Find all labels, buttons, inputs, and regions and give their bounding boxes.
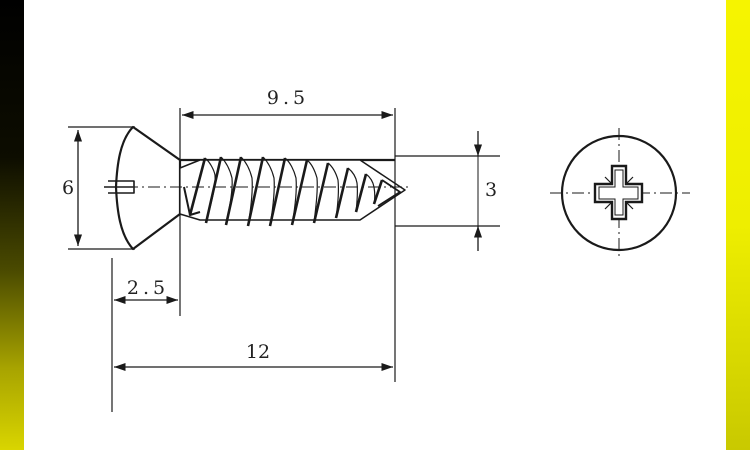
screw-technical-drawing: 9.5 6 3 2.5 12 bbox=[24, 0, 726, 450]
screw-side-view bbox=[104, 125, 406, 251]
screw-head-outline bbox=[114, 125, 182, 251]
left-frame-edge bbox=[0, 0, 24, 450]
right-frame-edge bbox=[726, 0, 750, 450]
dimension-lines bbox=[73, 110, 483, 372]
dim-label-total-length: 12 bbox=[246, 341, 270, 363]
dim-label-head-height: 2.5 bbox=[127, 277, 169, 299]
extension-lines bbox=[68, 108, 500, 412]
dim-label-shank-diameter: 3 bbox=[485, 179, 497, 201]
dim-label-head-diameter: 6 bbox=[62, 177, 74, 199]
dim-label-thread-length: 9.5 bbox=[267, 87, 309, 109]
screw-end-view bbox=[550, 128, 690, 258]
